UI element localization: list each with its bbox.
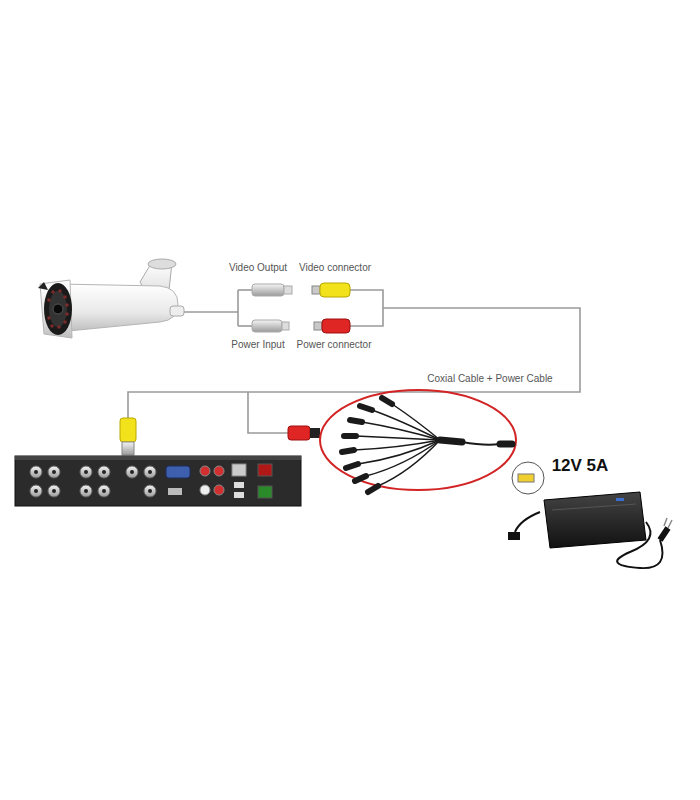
- dvr-recorder: [15, 456, 301, 506]
- bnc-plug: [120, 418, 136, 455]
- rating-label: 12V 5A: [552, 456, 609, 476]
- cable-label: Coxial Cable + Power Cable: [427, 373, 552, 385]
- connector-label: Power Input: [231, 339, 284, 351]
- highlight-ellipse: [320, 390, 516, 490]
- cable-connectors: [312, 283, 350, 333]
- connector-label: Video connector: [299, 262, 371, 274]
- connector-label: Video Output: [229, 262, 287, 274]
- power-splitter: [342, 398, 512, 492]
- connector-label: Power connector: [296, 339, 371, 351]
- power-plug: [288, 426, 320, 440]
- camera-connectors: [252, 284, 292, 332]
- bullet-camera: [38, 259, 184, 338]
- wires: [128, 290, 580, 433]
- power-adapter: [508, 462, 672, 568]
